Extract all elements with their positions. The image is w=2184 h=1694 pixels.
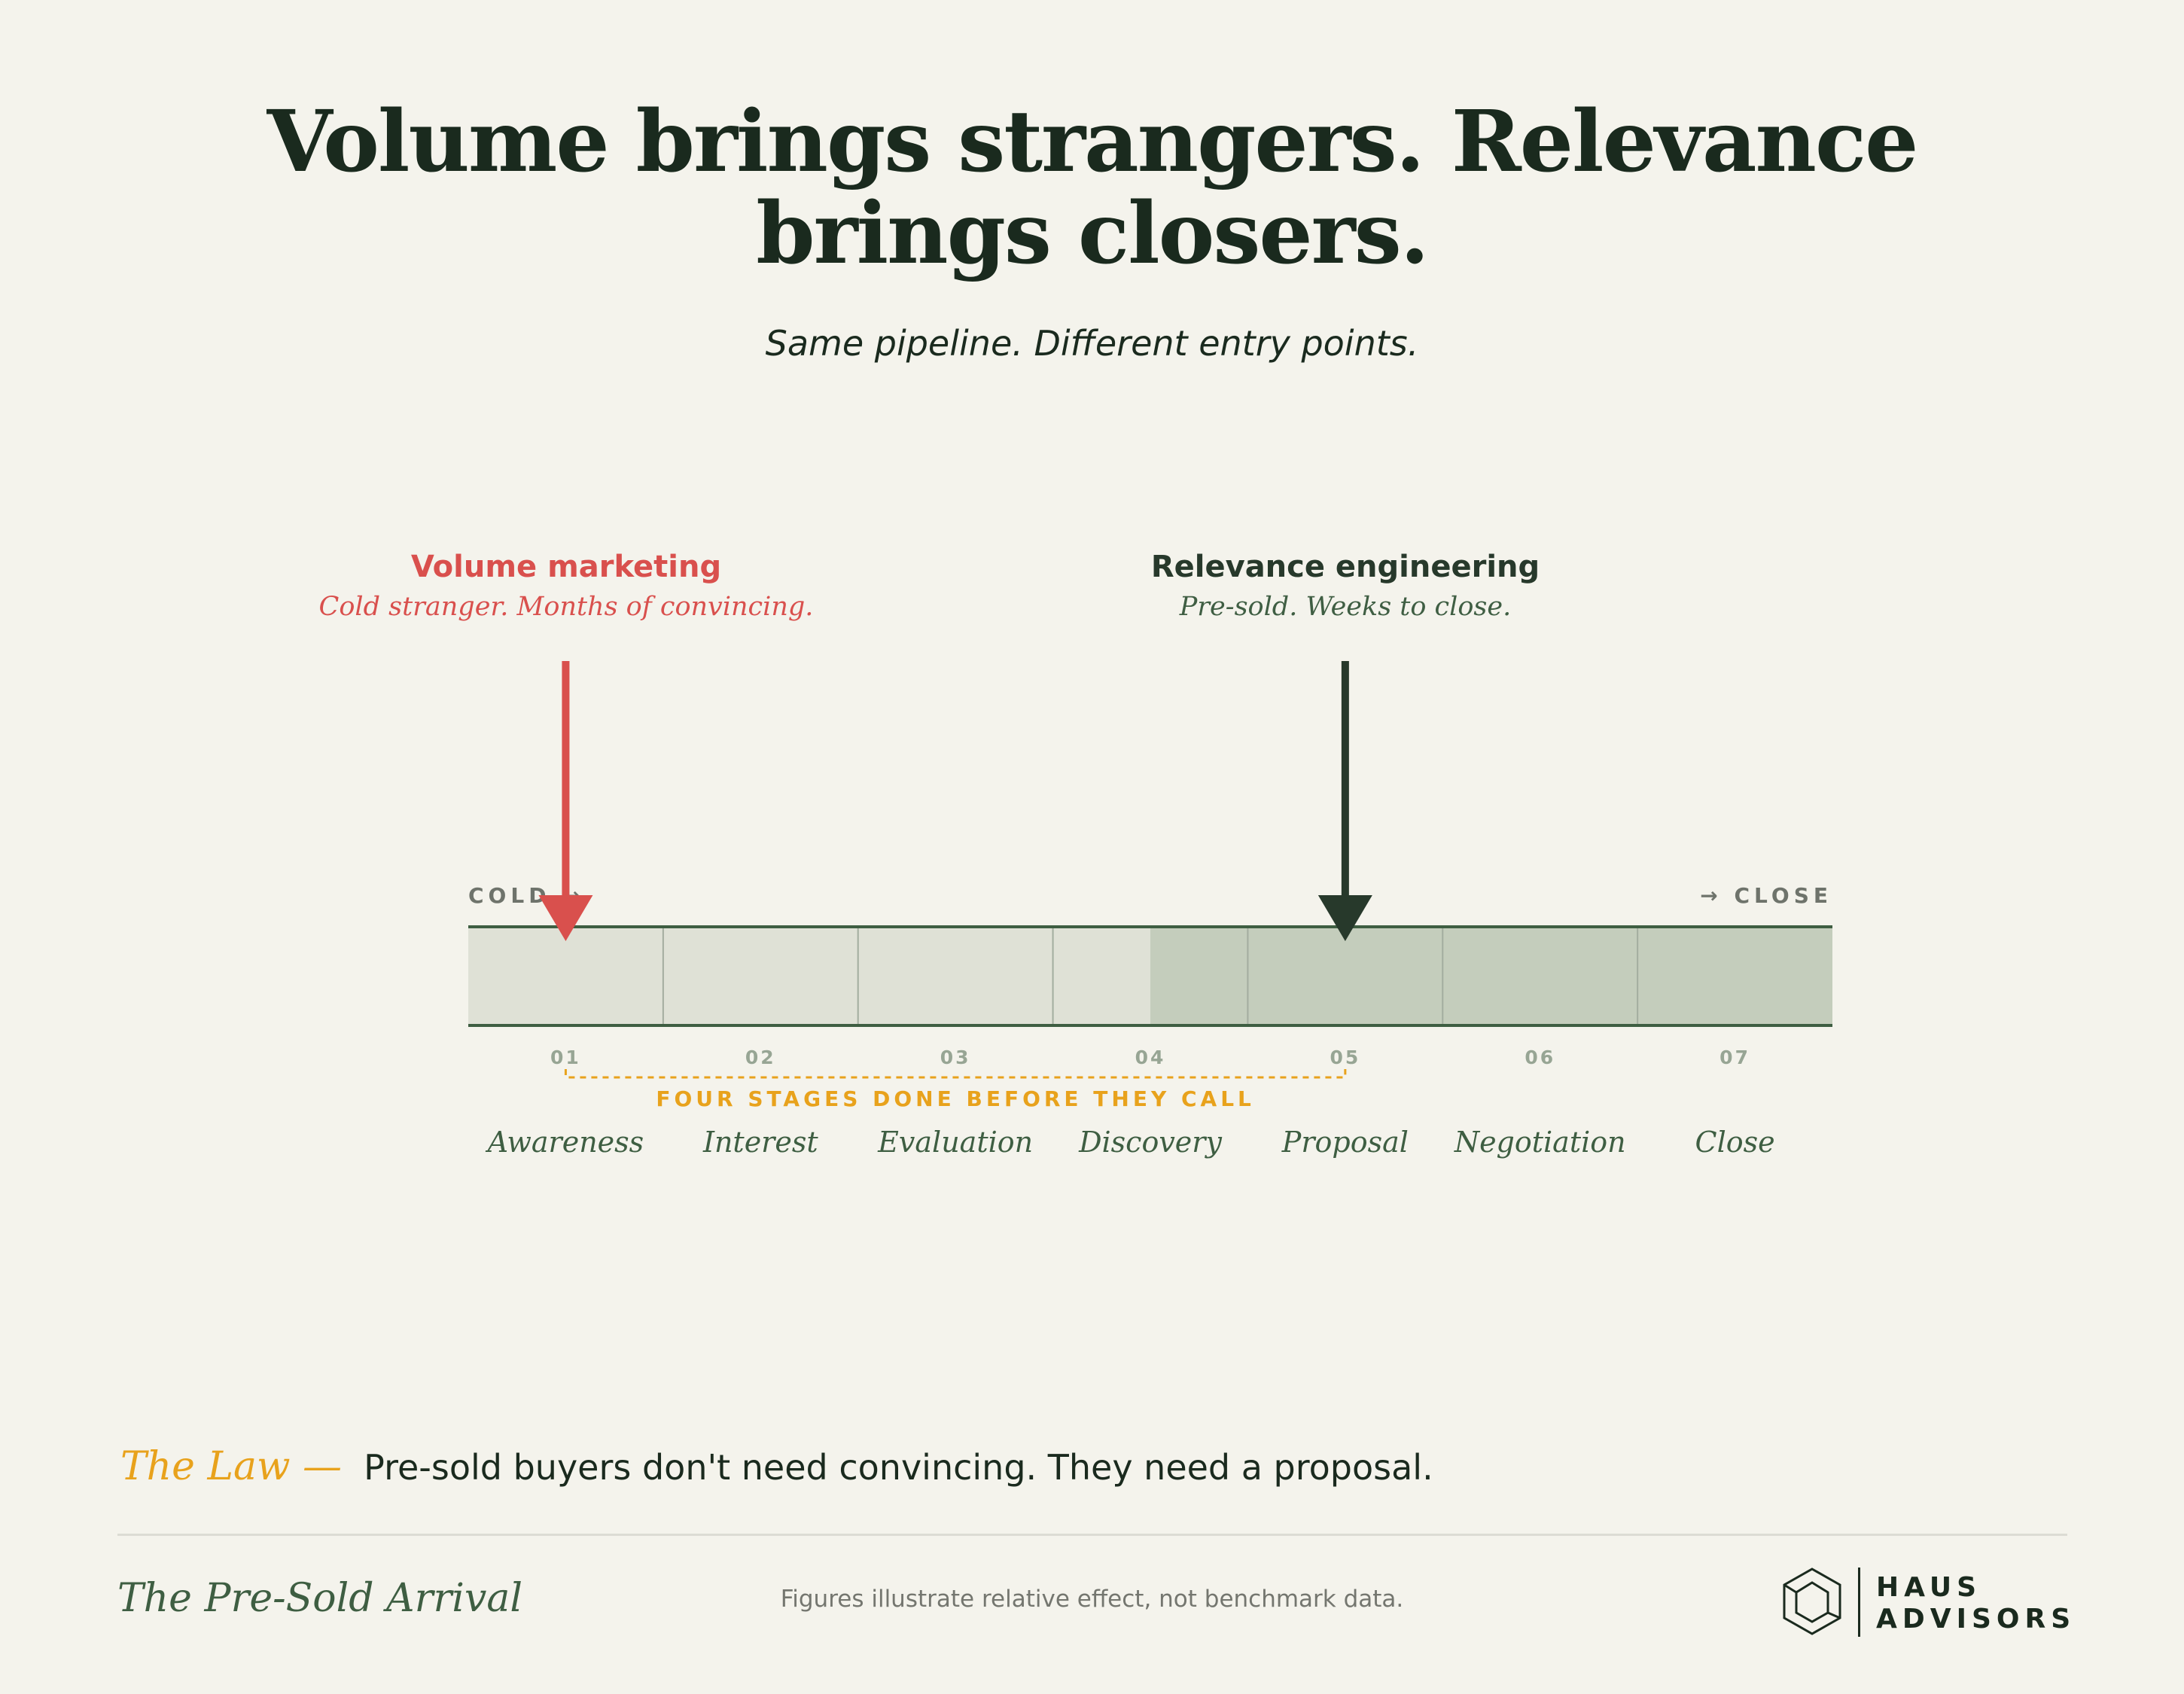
stage-number: 06 xyxy=(1525,1047,1555,1068)
pipeline-light-segment xyxy=(468,927,1150,1025)
law-text: Pre-sold buyers don't need convincing. T… xyxy=(364,1447,1433,1488)
footer-divider xyxy=(117,1534,2067,1536)
stage-name: Evaluation xyxy=(877,1126,1033,1159)
law-label: The Law — xyxy=(120,1444,343,1489)
brand-logo: HAUS ADVISORS xyxy=(1781,1565,2070,1640)
arrow-layer xyxy=(538,661,1372,941)
brand-divider xyxy=(1858,1568,1860,1637)
bracket-label: FOUR STAGES DONE BEFORE THEY CALL xyxy=(656,1086,1255,1111)
volume-marketing-title: Volume marketing xyxy=(410,550,722,584)
law-statement: The Law — Pre-sold buyers don't need con… xyxy=(120,1437,1433,1506)
footer-note: Figures illustrate relative effect, not … xyxy=(780,1586,1404,1613)
bracket-line xyxy=(564,1069,1347,1079)
brand-name: HAUS ADVISORS xyxy=(1876,1572,2076,1635)
stage-name: Close xyxy=(1695,1126,1775,1159)
relevance-engineering-label: Relevance engineering Pre-sold. Weeks to… xyxy=(1007,548,1684,625)
relevance-arrow-head xyxy=(1317,895,1372,941)
stage-name: Awareness xyxy=(486,1126,644,1159)
pipeline-dark-segment xyxy=(1150,927,1832,1025)
stage-name: Discovery xyxy=(1078,1126,1222,1159)
volume-marketing-label: Volume marketing Cold stranger. Months o… xyxy=(227,548,905,625)
stage-number: 04 xyxy=(1135,1047,1166,1068)
stage-name: Interest xyxy=(702,1126,818,1159)
relevance-arrow-shaft xyxy=(1341,661,1349,898)
volume-marketing-note: Cold stranger. Months of convincing. xyxy=(318,592,814,622)
stage-number: 07 xyxy=(1719,1047,1750,1068)
stage-name: Proposal xyxy=(1281,1126,1409,1159)
brand-line-1: HAUS xyxy=(1876,1572,1982,1603)
volume-arrow-shaft xyxy=(562,661,570,898)
footer-title: The Pre-Sold Arrival xyxy=(117,1576,522,1621)
brand-line-2: ADVISORS xyxy=(1876,1604,2076,1635)
page-subtitle: Same pipeline. Different entry points. xyxy=(765,323,1419,364)
page-title: Volume brings strangers. Relevance bring… xyxy=(267,93,1919,283)
pipeline-end-label: → CLOSE xyxy=(1700,883,1832,908)
stage-number: 01 xyxy=(550,1047,581,1068)
relevance-engineering-note: Pre-sold. Weeks to close. xyxy=(1179,592,1512,622)
stage-number: 03 xyxy=(940,1047,971,1068)
stage-number: 02 xyxy=(745,1047,776,1068)
house-hexagon-icon xyxy=(1783,1568,1841,1635)
volume-arrow-head xyxy=(538,895,593,941)
stage-number: 05 xyxy=(1330,1047,1360,1068)
relevance-engineering-title: Relevance engineering xyxy=(1150,550,1540,584)
stage-name: Negotiation xyxy=(1454,1126,1626,1159)
